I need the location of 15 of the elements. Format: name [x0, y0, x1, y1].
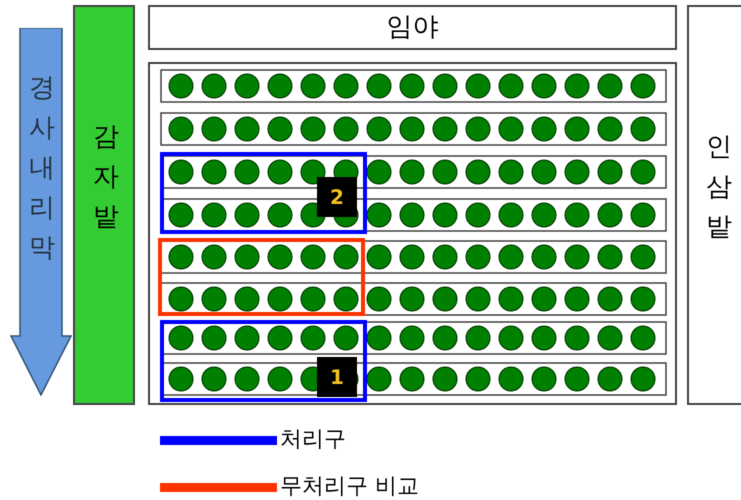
legend-label: 무처리구 비교 — [280, 473, 419, 500]
area-box — [148, 5, 677, 50]
plot-outline — [160, 320, 367, 402]
plot-outline — [158, 238, 365, 316]
area-label: 감자밭 — [92, 121, 120, 234]
field-plot — [148, 62, 677, 405]
plot-outline — [160, 152, 367, 234]
field-band — [687, 5, 741, 405]
slope-label: 경사내리막 — [28, 72, 56, 265]
area-label: 임야 — [386, 11, 438, 44]
number-tag: 2 — [317, 177, 357, 217]
area-label: 인삼밭 — [705, 131, 733, 244]
legend-label: 처리구 — [280, 426, 346, 454]
number-tag: 1 — [317, 357, 357, 397]
field-band — [73, 5, 135, 405]
